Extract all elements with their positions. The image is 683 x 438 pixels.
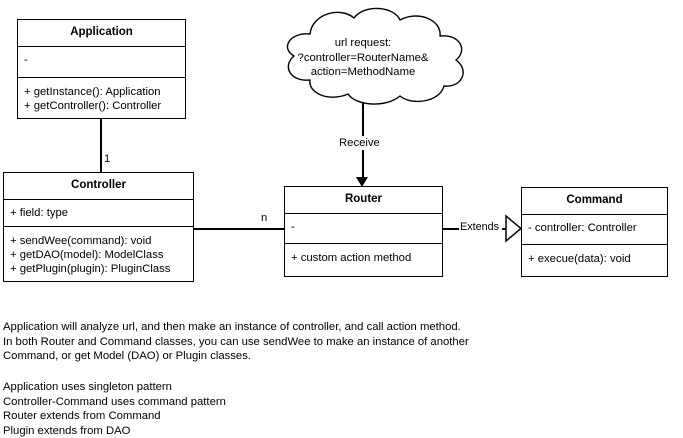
operation-line: + getInstance(): Application [24, 85, 180, 99]
operation-line: + custom action method [291, 251, 437, 265]
note-line: Controller-Command uses command pattern [3, 395, 226, 410]
association-application-controller [100, 119, 102, 172]
operation-line: + sendWee(command): void [10, 234, 188, 248]
note-patterns: Application uses singleton pattern Contr… [3, 380, 226, 438]
note-line: Application will analyze url, and then m… [3, 320, 469, 335]
class-name-controller: Controller [4, 173, 193, 200]
cloud-line: ?controller=RouterName& [268, 51, 458, 66]
note-description: Application will analyze url, and then m… [3, 320, 469, 364]
class-attributes-application: - [18, 47, 185, 79]
operation-line: + execue(data): void [528, 252, 662, 266]
attribute-line: - [24, 53, 180, 67]
cloud-line: url request: [268, 36, 458, 51]
flow-label-receive: Receive [336, 136, 383, 150]
note-line: Router extends from Command [3, 409, 226, 424]
attribute-line: - controller: Controller [528, 221, 662, 235]
arrowhead-icon [356, 177, 368, 187]
generalization-label-extends: Extends [459, 221, 500, 233]
attribute-line: - [291, 220, 437, 234]
class-operations-router: + custom action method [285, 244, 442, 277]
operation-line: + getPlugin(plugin): PluginClass [10, 262, 188, 276]
generalization-triangle-icon [505, 214, 522, 243]
note-line: Command, or get Model (DAO) or Plugin cl… [3, 349, 469, 364]
attribute-line: + field: type [10, 206, 188, 220]
class-name-router: Router [285, 187, 442, 214]
url-request-text: url request: ?controller=RouterName& act… [268, 36, 458, 80]
class-name-command: Command [522, 188, 667, 215]
class-box-controller[interactable]: Controller + field: type + sendWee(comma… [3, 172, 194, 282]
class-box-application[interactable]: Application - + getInstance(): Applicati… [17, 19, 186, 119]
cloud-line: action=MethodName [268, 65, 458, 80]
class-box-router[interactable]: Router - + custom action method [284, 186, 443, 277]
class-name-application: Application [18, 20, 185, 47]
association-controller-router [194, 228, 284, 230]
class-attributes-controller: + field: type [4, 200, 193, 228]
note-line: Application uses singleton pattern [3, 380, 226, 395]
class-attributes-router: - [285, 214, 442, 244]
class-operations-application: + getInstance(): Application + getContro… [18, 78, 185, 118]
note-line: In both Router and Command classes, you … [3, 335, 469, 350]
multiplicity-label-n: n [261, 212, 267, 224]
operation-line: + getController(): Controller [24, 99, 180, 113]
multiplicity-label-one: 1 [104, 153, 110, 165]
operation-line: + getDAO(model): ModelClass [10, 248, 188, 262]
class-attributes-command: - controller: Controller [522, 215, 667, 245]
class-operations-controller: + sendWee(command): void + getDAO(model)… [4, 227, 193, 281]
class-operations-command: + execue(data): void [522, 245, 667, 277]
class-box-command[interactable]: Command - controller: Controller + execu… [521, 187, 668, 277]
